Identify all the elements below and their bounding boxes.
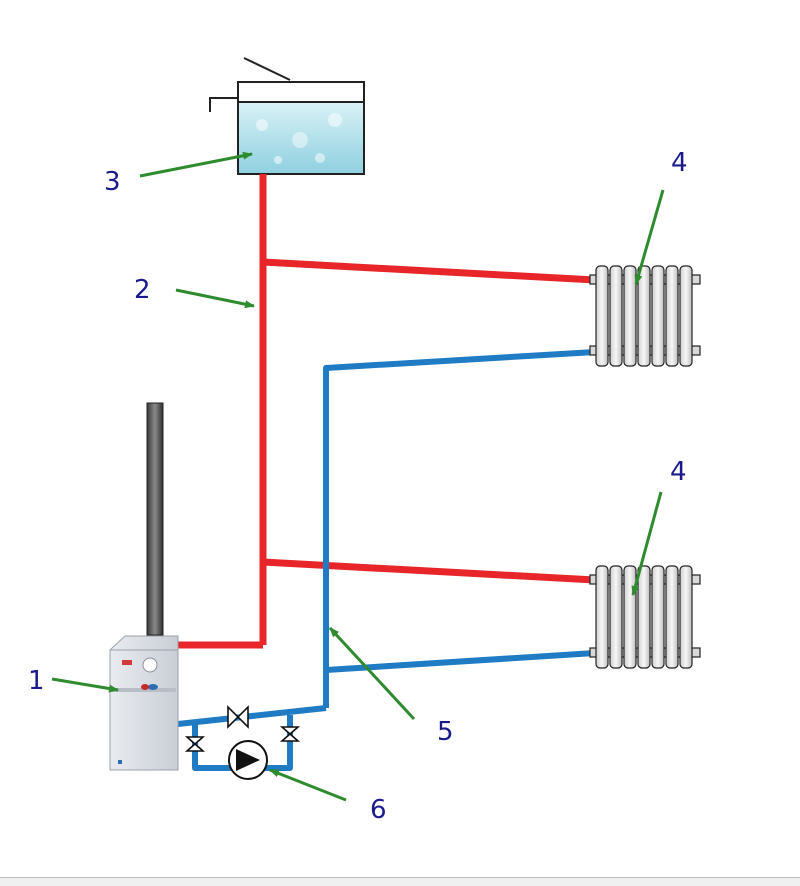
label-boiler: 1 bbox=[28, 666, 45, 696]
label-radiator-bottom: 4 bbox=[670, 457, 687, 487]
label-supply-riser: 2 bbox=[134, 275, 151, 305]
pointer-arrows bbox=[51, 151, 665, 802]
expansion-tank-icon bbox=[209, 57, 365, 175]
label-expansion-tank: 3 bbox=[104, 167, 121, 197]
supply-pipes bbox=[175, 174, 596, 649]
valve-icon bbox=[279, 726, 301, 742]
valve-icon bbox=[227, 705, 249, 729]
window-bottom-edge bbox=[0, 877, 800, 886]
label-radiator-top: 4 bbox=[671, 148, 688, 178]
label-return-pipe: 5 bbox=[437, 717, 454, 747]
boiler-icon bbox=[109, 635, 179, 771]
radiator-icon bbox=[589, 565, 701, 669]
valve-icon bbox=[184, 736, 206, 752]
circulation-pump-icon bbox=[228, 740, 268, 780]
label-pump: 6 bbox=[370, 795, 387, 825]
return-pipes bbox=[177, 349, 596, 771]
radiator-icon bbox=[589, 265, 701, 367]
chimney-icon bbox=[146, 402, 164, 636]
